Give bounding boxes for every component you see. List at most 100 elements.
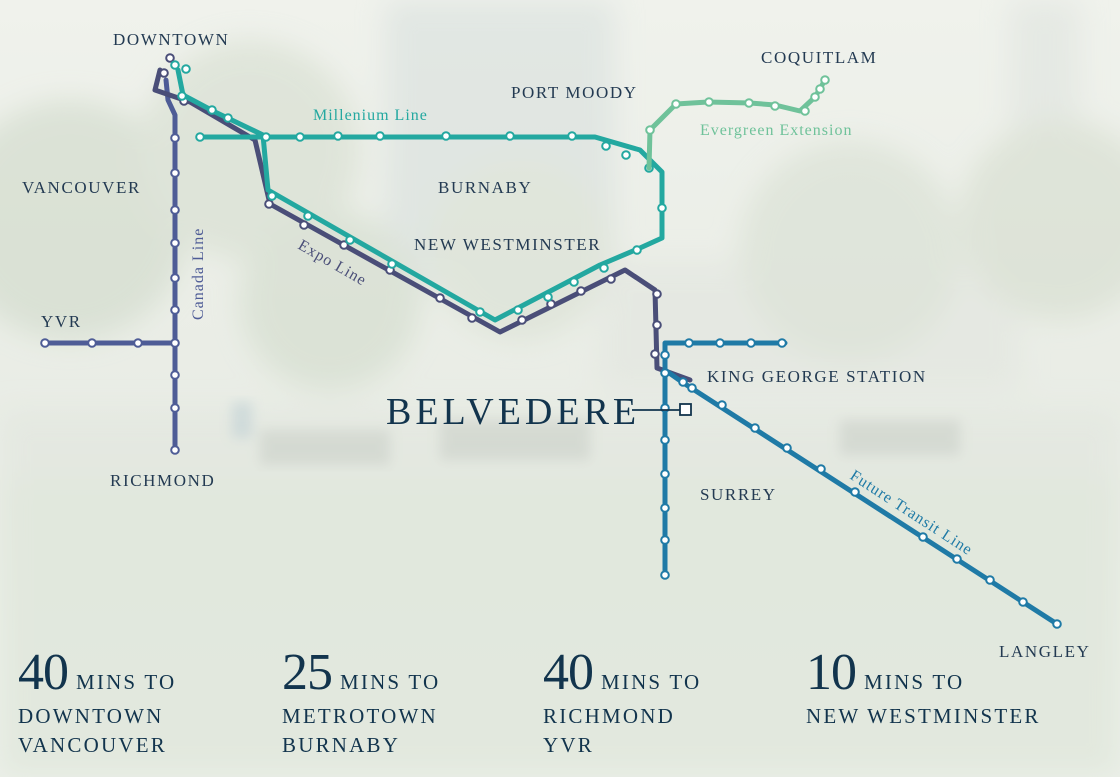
station-marker: [810, 92, 820, 102]
canada-line: [40, 77, 180, 455]
station-marker: [87, 338, 97, 348]
station-marker: [687, 383, 697, 393]
station-marker: [467, 313, 477, 323]
station-marker: [170, 338, 180, 348]
station-marker: [170, 445, 180, 455]
station-marker: [299, 220, 309, 230]
station-marker: [715, 338, 725, 348]
station-marker: [744, 98, 754, 108]
station-marker: [339, 240, 349, 250]
stat-unit: MINS TO: [864, 670, 965, 694]
station-marker: [159, 68, 169, 78]
station-marker: [303, 211, 313, 221]
station-marker: [599, 263, 609, 273]
label-canada-line: Canada Line: [190, 228, 207, 320]
station-marker: [441, 131, 451, 141]
station-marker: [606, 274, 616, 284]
station-marker: [770, 101, 780, 111]
label-evergreen-extension: Evergreen Extension: [700, 122, 852, 139]
label-langley: LANGLEY: [999, 642, 1090, 661]
stat-destination: BURNABY: [282, 733, 401, 757]
station-marker: [1018, 597, 1028, 607]
stat-unit: MINS TO: [340, 670, 441, 694]
stat-unit: MINS TO: [601, 670, 702, 694]
station-marker: [567, 131, 577, 141]
station-marker: [170, 60, 180, 70]
station-marker: [632, 245, 642, 255]
label-future-transit-line: Future Transit Line: [847, 467, 976, 559]
label-vancouver: VANCOUVER: [22, 178, 141, 197]
station-marker: [170, 205, 180, 215]
station-marker: [746, 338, 756, 348]
station-marker: [170, 133, 180, 143]
station-marker: [543, 292, 553, 302]
label-millenium-line: Millenium Line: [313, 107, 428, 124]
stat-value: 10: [806, 644, 857, 701]
label-expo-line: Expo Line: [295, 237, 369, 290]
station-marker: [645, 125, 655, 135]
station-marker: [660, 469, 670, 479]
station-marker: [660, 350, 670, 360]
station-marker: [650, 349, 660, 359]
station-marker: [267, 191, 277, 201]
stat-value: 25: [282, 644, 333, 701]
station-marker: [717, 400, 727, 410]
station-marker: [170, 238, 180, 248]
station-marker: [295, 132, 305, 142]
station-marker: [513, 305, 523, 315]
station-marker: [777, 338, 787, 348]
station-marker: [475, 307, 485, 317]
station-marker: [170, 305, 180, 315]
station-marker: [816, 464, 826, 474]
station-marker: [850, 487, 860, 497]
station-marker: [750, 423, 760, 433]
station-marker: [569, 277, 579, 287]
station-marker: [660, 535, 670, 545]
station-marker: [40, 338, 50, 348]
label-burnaby: BURNABY: [438, 178, 532, 197]
label-king-george-station: KING GEORGE STATION: [707, 367, 927, 386]
expo-line: [152, 53, 693, 383]
station-marker: [782, 443, 792, 453]
stat-destination: VANCOUVER: [18, 733, 167, 757]
label-surrey: SURREY: [700, 485, 777, 504]
station-marker: [345, 235, 355, 245]
station-marker: [684, 338, 694, 348]
station-marker: [660, 368, 670, 378]
station-marker: [918, 532, 928, 542]
station-marker: [671, 99, 681, 109]
station-marker: [170, 403, 180, 413]
station-marker: [657, 203, 667, 213]
label-port-moody: PORT MOODY: [511, 83, 638, 102]
station-marker: [1052, 619, 1062, 629]
station-marker: [387, 259, 397, 269]
stat-destination: NEW WESTMINSTER: [806, 704, 1041, 728]
stat-value: 40: [543, 644, 594, 701]
station-marker: [800, 106, 810, 116]
station-marker: [505, 131, 515, 141]
stat-destination: RICHMOND: [543, 704, 675, 728]
station-marker: [207, 105, 217, 115]
station-marker: [170, 273, 180, 283]
station-marker: [601, 141, 611, 151]
station-marker: [820, 75, 830, 85]
evergreen-extension: [645, 75, 830, 171]
station-marker: [952, 554, 962, 564]
station-marker: [660, 435, 670, 445]
station-marker: [576, 286, 586, 296]
belvedere-marker: [632, 403, 692, 416]
stat-new-westminster: 10 MINS TO NEW WESTMINSTER: [806, 644, 1041, 731]
station-marker: [375, 131, 385, 141]
station-marker: [660, 503, 670, 513]
stat-value: 40: [18, 644, 69, 701]
station-marker: [165, 53, 175, 63]
label-yvr: YVR: [41, 312, 82, 331]
station-marker: [517, 315, 527, 325]
station-marker: [678, 377, 688, 387]
label-richmond: RICHMOND: [110, 471, 215, 490]
station-marker: [333, 131, 343, 141]
